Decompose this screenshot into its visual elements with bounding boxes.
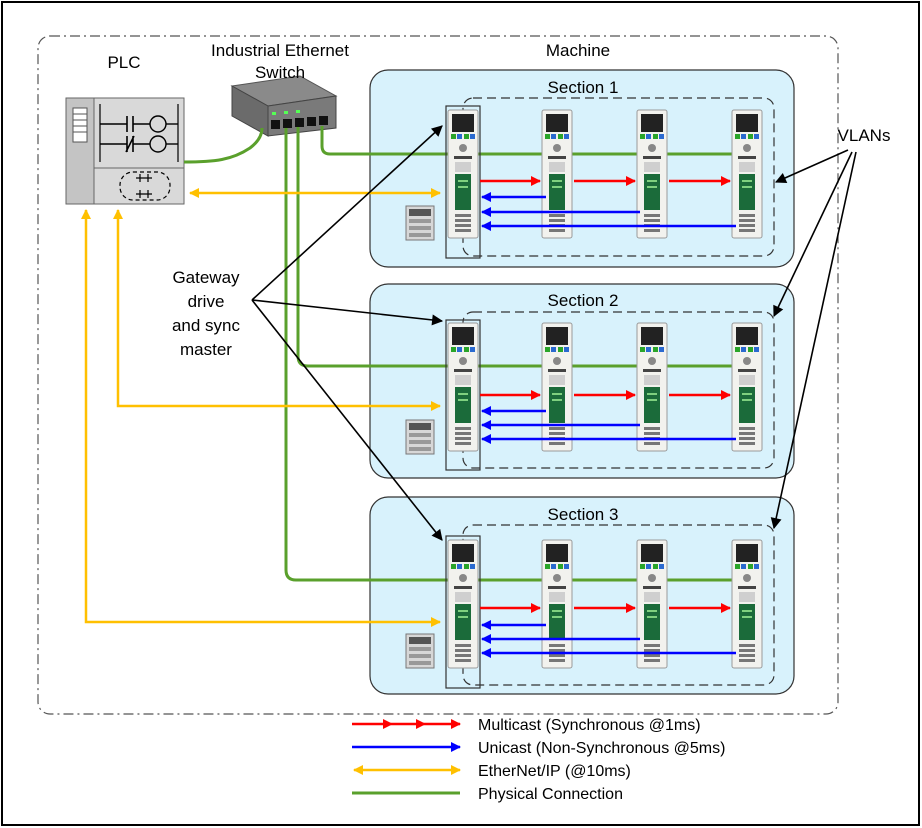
section-3-title: Section 3 (548, 505, 619, 524)
drive-1d (731, 109, 763, 239)
gateway-drive-1 (447, 109, 479, 239)
io-module-icon (405, 419, 435, 455)
drive-3b (541, 539, 573, 669)
machine-label: Machine (546, 41, 610, 60)
drive-3d (731, 539, 763, 669)
system-boundary (37, 35, 839, 715)
gateway-label-line4: master (180, 340, 232, 359)
section-3-devices (405, 535, 763, 689)
section-1-title: Section 1 (548, 78, 619, 97)
legend-physical-label: Physical Connection (478, 786, 623, 803)
plc-ladder-logic-icon (65, 97, 185, 205)
gateway-label-line2: drive (188, 292, 225, 311)
gateway-drive-2 (447, 322, 479, 452)
gateway-label-line3: and sync (172, 316, 241, 335)
multicast-links (480, 176, 731, 613)
drive-2c (636, 322, 668, 452)
ethernetip-links (81, 188, 441, 627)
legend-multicast-label: Multicast (Synchronous @1ms) (478, 717, 701, 734)
vlan-box-1 (462, 97, 775, 257)
legend-ethernetip-label: EtherNet/IP (@10ms) (478, 763, 631, 780)
legend: Multicast (Synchronous @1ms) Unicast (No… (352, 717, 725, 803)
drive-1b (541, 109, 573, 239)
legend-unicast-label: Unicast (Non-Synchronous @5ms) (478, 740, 725, 757)
gateway-pointers (251, 125, 444, 541)
section-2-title: Section 2 (548, 291, 619, 310)
switch-label-line2: Switch (255, 63, 305, 82)
plc-label: PLC (107, 53, 140, 72)
switch-label-line1: Industrial Ethernet (211, 41, 349, 60)
drive-1c (636, 109, 668, 239)
drive-2b (541, 322, 573, 452)
vlan-box-3 (462, 524, 775, 686)
gateway-label-line1: Gateway (172, 268, 240, 287)
drive-2d (731, 322, 763, 452)
vlan-pointers (770, 149, 857, 530)
gateway-drive-3 (447, 539, 479, 669)
unicast-links (481, 192, 736, 658)
ethernet-switch-icon (230, 75, 338, 137)
io-module-icon (405, 633, 435, 669)
drive-3c (636, 539, 668, 669)
io-module-icon (405, 205, 435, 241)
vlans-label: VLANs (838, 126, 891, 145)
